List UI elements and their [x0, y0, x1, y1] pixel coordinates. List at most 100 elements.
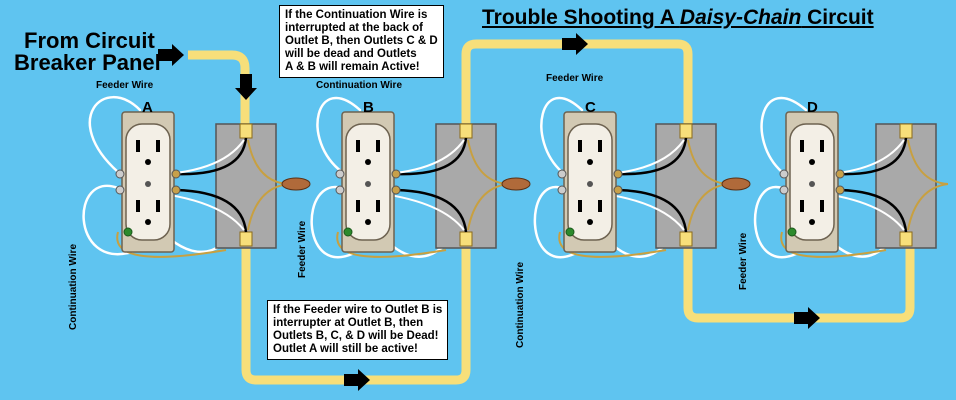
ground-hole: [809, 159, 815, 165]
cable-clamp: [239, 231, 253, 247]
outlet-d-feeder-label: Feeder Wire: [738, 232, 749, 290]
outlet-assembly: [310, 96, 531, 259]
ground-hole: [365, 159, 371, 165]
terminal-screw: [835, 169, 845, 179]
cable-clamp: [459, 231, 473, 247]
hot-wire: [175, 137, 248, 176]
hot-wire: [617, 188, 688, 233]
power-source-line-1: From Circuit: [24, 28, 155, 53]
flow-arrow-icon: [158, 44, 184, 66]
outlet-c-letter: C: [585, 99, 596, 116]
hot-wire: [839, 137, 908, 176]
plug-slot: [598, 200, 602, 212]
cable-clamp: [679, 231, 693, 247]
cable-clamp: [899, 123, 913, 139]
plug-slot: [356, 140, 360, 152]
terminal-screw: [835, 185, 845, 195]
continuation-note-line: A & B will remain Active!: [285, 61, 420, 73]
plug-slot: [820, 140, 824, 152]
hot-wire: [617, 137, 688, 176]
diagram-title: Trouble Shooting A Daisy-Chain Circuit: [482, 6, 874, 29]
terminal-screw: [115, 169, 125, 179]
plug-slot: [136, 200, 140, 212]
ground-hole: [587, 219, 593, 225]
outlet-b-feeder-label: Feeder Wire: [297, 220, 308, 278]
outlet-b-continuation-label: Continuation Wire: [316, 80, 403, 91]
outlet-d-letter: D: [807, 99, 818, 116]
hot-wire: [395, 188, 468, 233]
ground-hole: [365, 219, 371, 225]
outlet-assembly: [533, 96, 751, 259]
continuation-note-line: interrupted at the back of: [285, 22, 424, 34]
wire-nut-icon: [281, 177, 311, 191]
hot-wire: [175, 188, 248, 233]
supply-conduit: [188, 50, 250, 128]
terminal-screw: [335, 185, 345, 195]
flow-arrow-icon: [794, 307, 820, 329]
continuation-note-line: will be dead and Outlets: [285, 48, 417, 60]
plug-slot: [578, 200, 582, 212]
feeder-note-line: Outlet A will still be active!: [273, 343, 418, 355]
terminal-screw: [613, 185, 623, 195]
wire-nut-icon: [721, 177, 751, 191]
center-screw: [365, 181, 371, 187]
outlet-c-feeder-label: Feeder Wire: [546, 73, 604, 84]
feeder-note-line: If the Feeder wire to Outlet B is: [273, 304, 443, 316]
plug-slot: [156, 200, 160, 212]
outlet-a-continuation-label: Continuation Wire: [68, 243, 79, 330]
terminal-screw: [335, 169, 345, 179]
terminal-screw: [391, 169, 401, 179]
power-source-label: From Circuit Breaker Panel: [14, 30, 161, 74]
terminal-screw: [779, 185, 789, 195]
outlet-assembly: [753, 96, 949, 259]
cable-clamp: [679, 123, 693, 139]
ground-hole: [809, 219, 815, 225]
terminal-screw: [779, 169, 789, 179]
feeder-note-line: interrupter at Outlet B, then: [273, 317, 424, 329]
terminal-screw: [171, 185, 181, 195]
center-screw: [587, 181, 593, 187]
ground-wire: [780, 139, 949, 258]
plug-slot: [156, 140, 160, 152]
plug-slot: [376, 200, 380, 212]
wire-nut-icon: [501, 177, 531, 191]
outlet-assembly: [82, 96, 311, 258]
ground-screw-icon: [343, 227, 353, 237]
outlet-c-continuation-label: Continuation Wire: [515, 261, 526, 348]
outlet-a-feeder-label: Feeder Wire: [96, 80, 154, 91]
cable-clamp: [459, 123, 473, 139]
continuation-wire-note: If the Continuation Wire is interrupted …: [279, 5, 444, 78]
ground-screw-icon: [787, 227, 797, 237]
cable-clamp: [899, 231, 913, 247]
plug-slot: [800, 140, 804, 152]
center-screw: [145, 181, 151, 187]
terminal-screw: [115, 185, 125, 195]
plug-slot: [598, 140, 602, 152]
hot-wire: [839, 188, 908, 233]
ground-hole: [587, 159, 593, 165]
ground-screw-icon: [123, 227, 133, 237]
terminal-screw: [613, 169, 623, 179]
plug-slot: [820, 200, 824, 212]
power-source-line-2: Breaker Panel: [14, 50, 161, 75]
continuation-note-line: Outlet B, then Outlets C & D: [285, 35, 438, 47]
plug-slot: [376, 140, 380, 152]
continuation-note-line: If the Continuation Wire is: [285, 9, 428, 21]
outlet-a-letter: A: [142, 99, 153, 116]
terminal-screw: [557, 169, 567, 179]
plug-slot: [800, 200, 804, 212]
flow-arrow-icon: [235, 74, 257, 100]
ground-screw-icon: [565, 227, 575, 237]
plug-slot: [136, 140, 140, 152]
terminal-screw: [557, 185, 567, 195]
plug-slot: [356, 200, 360, 212]
cable-clamp: [239, 123, 253, 139]
outlet-b-letter: B: [363, 99, 374, 116]
feeder-note-line: Outlets B, C, & D will be Dead!: [273, 330, 439, 342]
ground-hole: [145, 159, 151, 165]
flow-arrow-icon: [562, 33, 588, 55]
center-screw: [809, 181, 815, 187]
terminal-screw: [391, 185, 401, 195]
